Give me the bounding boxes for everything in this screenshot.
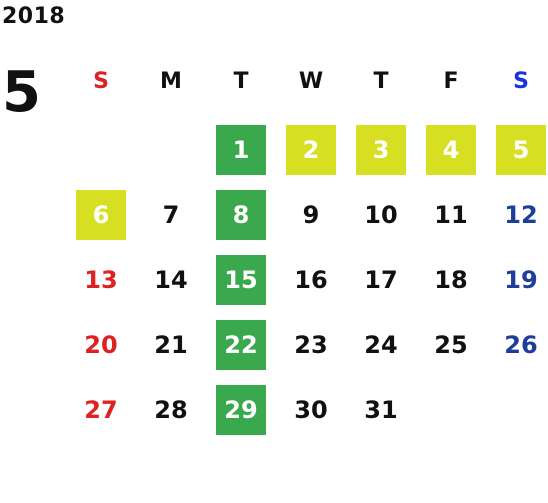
weekday-header: T — [233, 68, 249, 94]
weekday-header: T — [373, 68, 389, 94]
day-cell: 1 — [216, 125, 266, 175]
day-cell: 8 — [216, 190, 266, 240]
day-cell: 4 — [426, 125, 476, 175]
day-cell: 28 — [154, 396, 188, 424]
day-cell: 24 — [364, 331, 398, 359]
day-cell: 21 — [154, 331, 188, 359]
day-cell: 14 — [154, 266, 188, 294]
day-cell: 22 — [216, 320, 266, 370]
day-cell: 17 — [364, 266, 398, 294]
day-cell: 16 — [294, 266, 328, 294]
day-cell: 27 — [84, 396, 118, 424]
day-cell: 30 — [294, 396, 328, 424]
day-cell: 18 — [434, 266, 468, 294]
day-cell: 7 — [162, 201, 180, 229]
weekday-header: S — [513, 68, 529, 94]
day-cell: 23 — [294, 331, 328, 359]
calendar-month: 5 — [2, 60, 41, 125]
day-cell: 11 — [434, 201, 468, 229]
day-cell: 10 — [364, 201, 398, 229]
weekday-header: M — [160, 68, 182, 94]
day-cell: 29 — [216, 385, 266, 435]
day-cell: 5 — [496, 125, 546, 175]
day-cell: 2 — [286, 125, 336, 175]
day-cell: 26 — [504, 331, 538, 359]
day-cell: 19 — [504, 266, 538, 294]
weekday-header: F — [443, 68, 459, 94]
weekday-header: S — [93, 68, 109, 94]
day-cell: 25 — [434, 331, 468, 359]
day-cell: 9 — [302, 201, 320, 229]
day-cell: 20 — [84, 331, 118, 359]
day-cell: 3 — [356, 125, 406, 175]
day-cell: 31 — [364, 396, 398, 424]
weekday-header: W — [298, 68, 324, 94]
day-cell: 15 — [216, 255, 266, 305]
day-cell: 6 — [76, 190, 126, 240]
calendar-year: 2018 — [2, 4, 66, 29]
day-cell: 13 — [84, 266, 118, 294]
day-cell: 12 — [504, 201, 538, 229]
